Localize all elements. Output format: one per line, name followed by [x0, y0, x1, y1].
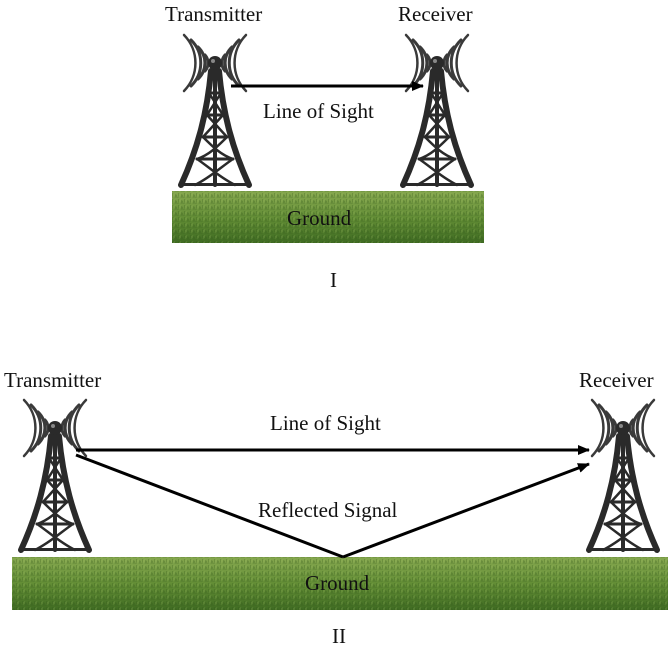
transmitter-tower-icon-one — [179, 35, 251, 186]
transmitter-tower-icon-two — [19, 400, 91, 551]
caption-one: I — [330, 268, 337, 292]
transmitter-label-one: Transmitter — [165, 2, 263, 26]
receiver-label-one: Receiver — [398, 2, 473, 26]
ground-label-two: Ground — [305, 571, 370, 595]
receiver-tower-icon-one — [401, 35, 473, 186]
line-of-sight-label-one: Line of Sight — [263, 99, 374, 123]
ground-one — [172, 191, 484, 243]
ground-label-one: Ground — [287, 206, 352, 230]
line-of-sight-label-two: Line of Sight — [270, 411, 381, 435]
panel-two — [12, 400, 668, 610]
reflected-signal-label: Reflected Signal — [258, 498, 398, 522]
ground-two — [12, 557, 668, 610]
reflected-ray-arrow — [342, 462, 590, 559]
receiver-tower-icon-two — [587, 400, 659, 551]
panel-one — [172, 35, 484, 243]
caption-two: II — [332, 624, 346, 648]
receiver-label-two: Receiver — [579, 368, 654, 392]
incident-ray — [75, 453, 344, 559]
transmitter-label-two: Transmitter — [4, 368, 102, 392]
